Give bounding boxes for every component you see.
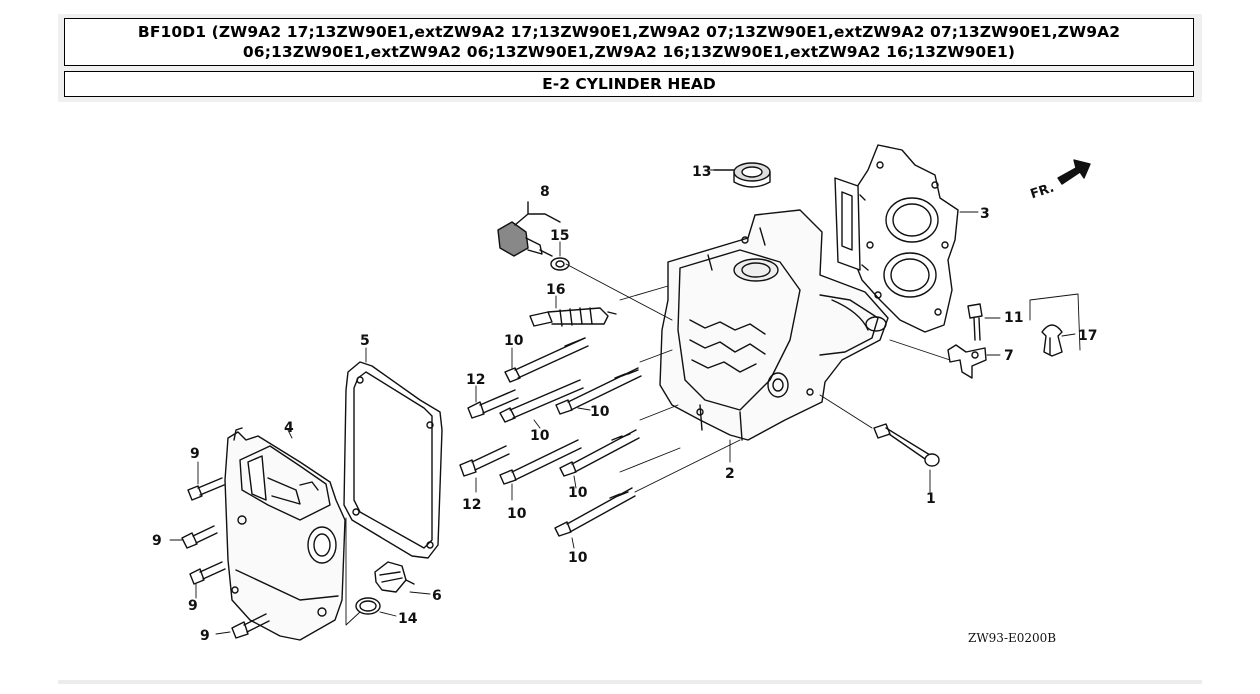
label-5: 5 <box>360 333 370 349</box>
label-12b: 12 <box>462 497 481 513</box>
label-16: 16 <box>546 282 565 298</box>
label-10d: 10 <box>568 485 588 501</box>
cover-bolt-part[interactable] <box>181 525 218 549</box>
label-8: 8 <box>540 184 550 200</box>
label-2: 2 <box>725 466 735 482</box>
bolt-long-part[interactable] <box>499 439 582 485</box>
label-7: 7 <box>1004 348 1014 364</box>
bolt-long-part[interactable] <box>499 379 584 423</box>
cylinder-head-part[interactable] <box>659 209 889 441</box>
label-15: 15 <box>550 228 569 244</box>
front-marker-label: FR. <box>1029 181 1057 203</box>
label-6: 6 <box>432 588 442 604</box>
bolt-long-part[interactable] <box>504 337 589 383</box>
label-10c: 10 <box>530 428 550 444</box>
bolt-short-part[interactable] <box>459 445 510 477</box>
label-10a: 10 <box>504 333 524 349</box>
oil-seal-part[interactable] <box>733 162 771 188</box>
diagram-code: ZW93-E0200B <box>968 631 1056 645</box>
stud-bolt-part[interactable] <box>873 423 940 467</box>
label-9b: 9 <box>152 533 162 549</box>
label-1: 1 <box>926 491 936 507</box>
label-10f: 10 <box>568 550 588 566</box>
parts-diagram: 1 2 3 4 5 6 7 8 9 9 9 9 10 10 10 10 10 1… <box>152 144 1097 645</box>
cover-gasket-part[interactable] <box>343 361 443 559</box>
page-title: BF10D1 (ZW9A2 17;13ZW90E1,extZW9A2 17;13… <box>64 18 1194 66</box>
label-12a: 12 <box>466 372 485 388</box>
label-9a: 9 <box>190 446 200 462</box>
label-11: 11 <box>1004 310 1023 326</box>
thermo-sensor-part[interactable] <box>497 221 553 257</box>
cylinder-head-cover-part[interactable] <box>224 427 346 641</box>
label-4: 4 <box>284 420 294 436</box>
cover-bolt-part[interactable] <box>231 613 270 639</box>
bolt-long-part[interactable] <box>554 487 636 537</box>
section-title: E-2 CYLINDER HEAD <box>64 71 1194 97</box>
label-10e: 10 <box>507 506 527 522</box>
head-gasket-part[interactable] <box>834 144 959 333</box>
flange-bolt-part[interactable] <box>967 303 983 341</box>
label-9d: 9 <box>200 628 210 644</box>
cover-bolt-part[interactable] <box>189 561 226 585</box>
washer-part[interactable] <box>550 257 570 271</box>
bolt-long-part[interactable] <box>559 429 640 477</box>
oil-filler-cap-part[interactable] <box>374 561 415 593</box>
label-14: 14 <box>398 611 418 627</box>
label-9c: 9 <box>188 598 198 614</box>
spark-plug-part[interactable] <box>529 307 617 327</box>
footer-divider <box>58 680 1202 684</box>
label-17: 17 <box>1078 328 1097 344</box>
clip-part[interactable] <box>1041 324 1063 357</box>
bolt-long-part[interactable] <box>555 367 642 415</box>
front-arrow-icon <box>1057 159 1091 185</box>
bolt-short-part[interactable] <box>467 389 519 419</box>
label-13: 13 <box>692 164 711 180</box>
label-3: 3 <box>980 206 990 222</box>
cover-bolt-part[interactable] <box>187 477 225 501</box>
bracket-part[interactable] <box>947 344 987 379</box>
o-ring-part[interactable] <box>355 597 381 615</box>
label-10b: 10 <box>590 404 610 420</box>
